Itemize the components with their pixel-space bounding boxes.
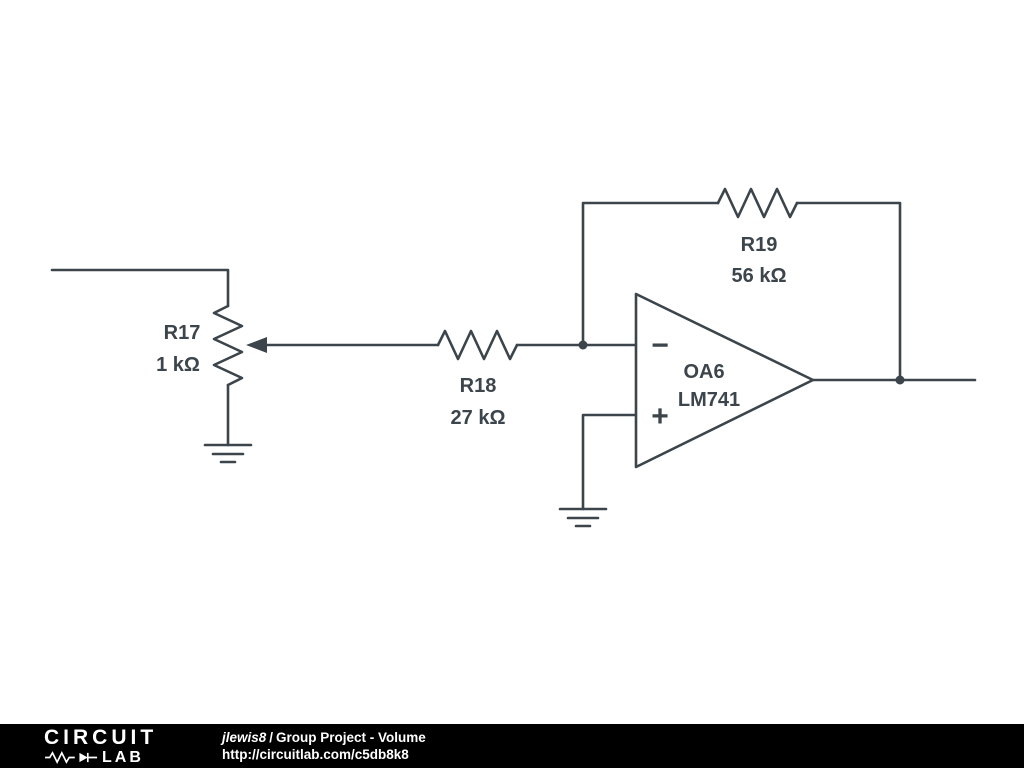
component-value: 27 kΩ [451, 407, 506, 429]
component-label: R19 [741, 234, 778, 256]
schematic-canvas[interactable]: R17 1 kΩ R18 27 kΩ R19 56 kΩ [0, 0, 1024, 724]
footer-url[interactable]: http://circuitlab.com/c5db8k8 [222, 747, 409, 762]
resistor-zigzag [716, 187, 799, 219]
opamp-triangle [634, 292, 815, 469]
component-label: OA6 [683, 361, 724, 383]
footer-author: jlewis8 [222, 730, 267, 745]
circuitlab-logo[interactable]: CIRCUIT LAB [44, 727, 184, 766]
footer-separator: / [269, 730, 274, 745]
junction-dot [895, 375, 905, 385]
wire-feedback-left [581, 201, 720, 347]
logo-text-circuit: CIRCUIT [44, 725, 158, 749]
component-label: R17 [164, 322, 201, 344]
ground-bars [558, 507, 608, 528]
resistor-zigzag [436, 329, 519, 361]
footer-project-line: jlewis8/Group Project - Volume [222, 729, 426, 746]
ground-symbol-right[interactable] [558, 507, 608, 528]
potentiometer-r17[interactable]: R17 1 kΩ [156, 304, 267, 447]
opamp-oa6[interactable]: − + OA6 LM741 [634, 292, 815, 469]
component-value: 1 kΩ [156, 354, 200, 376]
wire-input [50, 268, 230, 308]
footer-bar: CIRCUIT LAB jlewis8/Group Project - Volu… [0, 724, 1024, 768]
junction-dot [578, 340, 588, 350]
resistor-r19[interactable]: R19 56 kΩ [716, 187, 799, 287]
wiper-arrow-icon [246, 337, 267, 353]
noninverting-input-symbol: + [651, 400, 669, 433]
inverting-input-symbol: − [651, 329, 669, 362]
component-value: 56 kΩ [732, 265, 787, 287]
footer-meta: jlewis8/Group Project - Volume http://ci… [222, 729, 426, 763]
component-part-number: LM741 [678, 389, 740, 411]
wire-noninverting-to-ground [581, 413, 638, 511]
ground-bars [203, 443, 253, 464]
footer-project-title: Group Project - Volume [276, 730, 426, 745]
resistor-zigzag [212, 304, 244, 387]
component-label: R18 [460, 375, 497, 397]
logo-resistor-diode-icon [45, 751, 98, 764]
logo-text-lab: LAB [102, 748, 144, 766]
wire-feedback-right [795, 201, 902, 382]
ground-symbol-left[interactable] [203, 443, 253, 464]
resistor-r18[interactable]: R18 27 kΩ [436, 329, 519, 429]
